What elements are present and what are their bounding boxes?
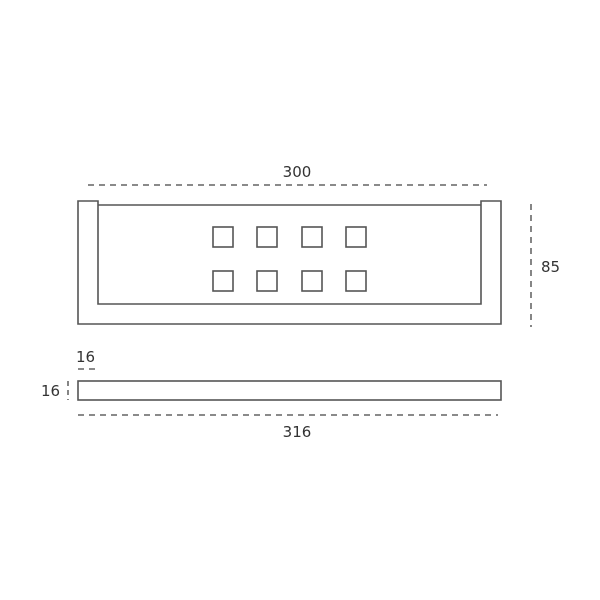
drain-hole bbox=[345, 270, 367, 292]
drain-hole bbox=[256, 226, 278, 248]
drain-hole bbox=[212, 226, 234, 248]
drain-holes bbox=[212, 226, 367, 292]
top-view-bar bbox=[77, 380, 502, 401]
dimension-lines bbox=[67, 184, 532, 416]
drain-hole bbox=[301, 226, 323, 248]
drain-hole bbox=[301, 270, 323, 292]
drain-hole bbox=[345, 226, 367, 248]
dim-label-depth-top: 16 bbox=[76, 348, 95, 366]
drain-hole bbox=[212, 270, 234, 292]
dim-label-top-width: 300 bbox=[283, 163, 312, 181]
front-view bbox=[77, 200, 502, 325]
dim-label-height: 85 bbox=[541, 258, 560, 276]
drain-hole bbox=[256, 270, 278, 292]
dim-label-depth-side: 16 bbox=[41, 382, 60, 400]
dim-label-overall-width: 316 bbox=[283, 423, 312, 441]
tray-outline bbox=[77, 200, 502, 325]
